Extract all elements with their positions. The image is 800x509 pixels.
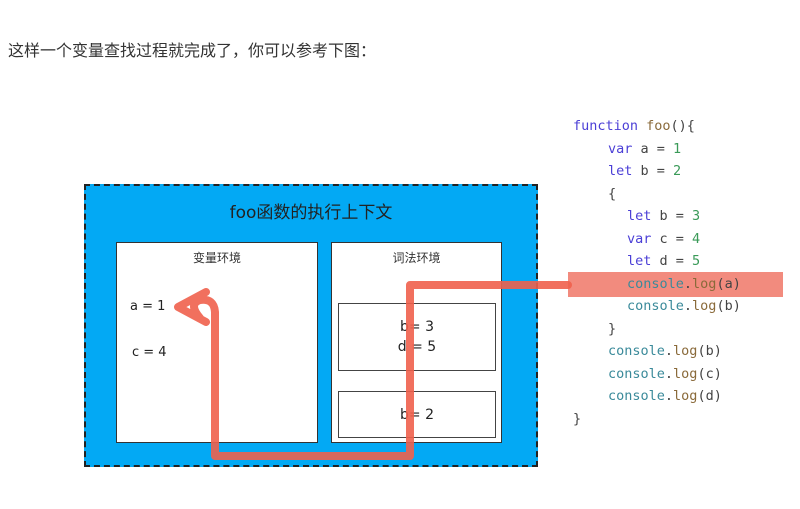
code-token: foo: [646, 118, 671, 134]
code-line: console.log(b): [627, 295, 741, 317]
code-token: (b): [697, 343, 722, 359]
code-token: .: [664, 365, 674, 382]
code-token: (){: [670, 118, 695, 134]
intro-text: 这样一个变量查找过程就完成了，你可以参考下图：: [8, 41, 377, 60]
code-line: {: [608, 183, 616, 205]
code-token: a =: [640, 140, 674, 157]
code-token: console: [608, 388, 665, 404]
code-token: .: [664, 343, 674, 359]
code-token: }: [573, 410, 582, 427]
code-token: console: [627, 298, 684, 314]
code-token: log: [692, 275, 717, 292]
code-line: }: [573, 408, 581, 430]
code-token: var: [627, 230, 660, 247]
code-token: .: [683, 298, 693, 314]
code-token: 1: [673, 140, 682, 157]
code-token: console: [608, 365, 665, 382]
code-line: let b = 3: [627, 205, 700, 227]
lexical-environment: 词法环境 b= 3 d = 5 b= 2: [331, 242, 502, 443]
highlighted-line: [568, 272, 783, 297]
code-token: console: [627, 275, 684, 292]
code-line: }: [608, 318, 616, 340]
code-token: 3: [692, 208, 701, 224]
code-token: b =: [659, 208, 693, 224]
code-line: var a = 1: [608, 138, 681, 160]
code-token: let: [627, 208, 660, 224]
code-token: (d): [697, 388, 722, 404]
code-token: var: [608, 140, 641, 157]
code-token: function: [573, 118, 647, 134]
code-line-highlighted: console.log(a): [627, 273, 741, 295]
code-token: .: [683, 275, 693, 292]
code-token: b =: [640, 163, 674, 179]
code-line: var c = 4: [627, 228, 700, 250]
code-token: (b): [716, 298, 741, 314]
code-token: log: [673, 388, 698, 404]
var-c: c = 4: [132, 345, 167, 360]
lexical-environment-title: 词法环境: [392, 251, 441, 265]
execution-context-box: foo函数的执行上下文 变量环境 a = 1 c = 4 词法环境 b= 3 d…: [84, 184, 538, 467]
code-line: let b = 2: [608, 160, 681, 182]
code-token: {: [608, 185, 617, 202]
code-token: log: [692, 298, 717, 314]
code-token: console: [608, 343, 665, 359]
code-token: }: [608, 320, 617, 337]
code-line: let d = 5: [627, 250, 700, 272]
code-line: console.log(b): [608, 340, 722, 362]
code-token: let: [627, 253, 660, 269]
var-a: a = 1: [130, 299, 166, 314]
code-token: (a): [716, 275, 741, 292]
code-token: d =: [659, 253, 693, 269]
code-token: 4: [692, 230, 701, 247]
code-line: console.log(c): [608, 363, 722, 385]
code-token: (c): [697, 365, 722, 382]
code-token: log: [673, 343, 698, 359]
execution-context-title: foo函数的执行上下文: [229, 203, 393, 223]
code-token: c =: [659, 230, 693, 247]
code-token: 2: [673, 163, 682, 179]
variable-environment-title: 变量环境: [192, 251, 241, 265]
code-token: .: [664, 388, 674, 404]
code-token: let: [608, 163, 641, 179]
code-line: console.log(d): [608, 385, 722, 407]
lookup-path: [174, 281, 572, 460]
code-line: function foo(){: [573, 115, 695, 137]
code-token: 5: [692, 253, 701, 269]
code-token: log: [673, 365, 698, 382]
